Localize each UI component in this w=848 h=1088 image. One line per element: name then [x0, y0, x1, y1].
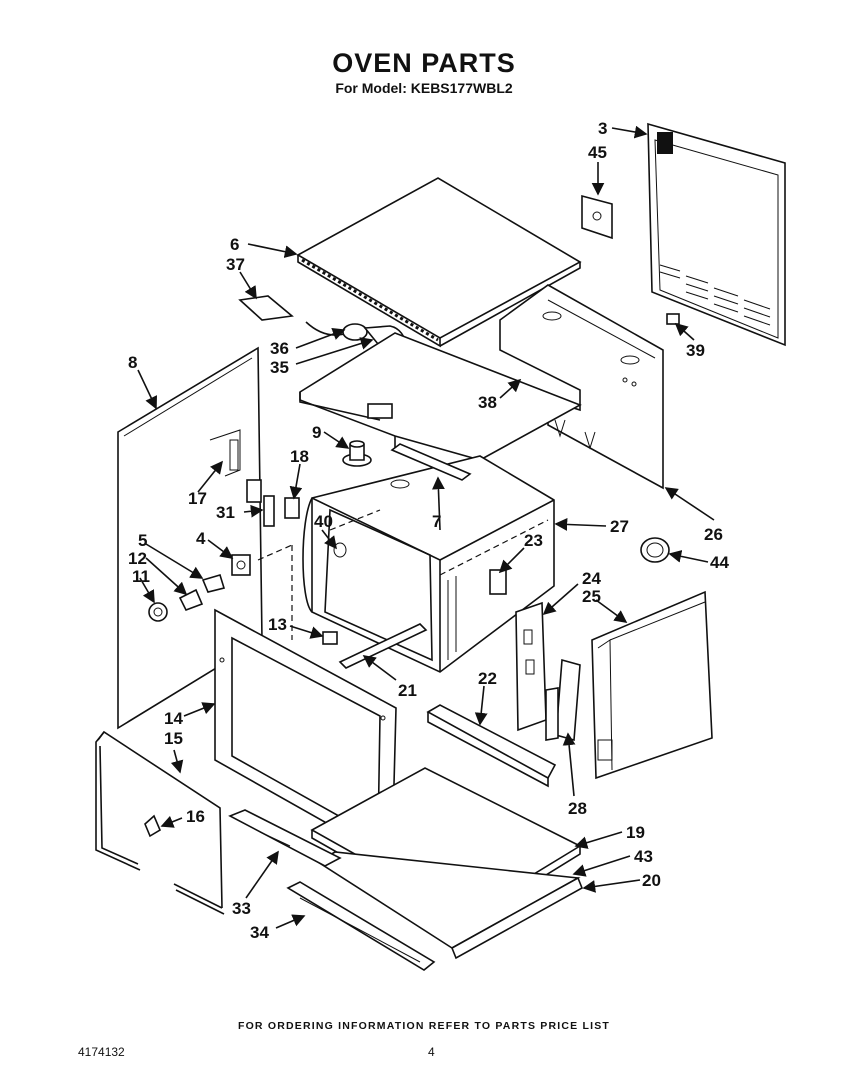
callout-37: 37 — [226, 255, 245, 274]
callout-13: 13 — [268, 615, 287, 634]
thermostat-part — [342, 440, 372, 467]
document-number: 4174132 — [78, 1045, 125, 1059]
callout-8: 8 — [128, 353, 137, 372]
callout-14: 14 — [164, 709, 183, 728]
oven-cavity-part — [302, 455, 555, 673]
callout-44: 44 — [710, 553, 729, 572]
callout-9: 9 — [312, 423, 321, 442]
kick-plate-part — [286, 881, 436, 971]
callout-11: 11 — [132, 567, 150, 586]
callout-33: 33 — [232, 899, 251, 918]
callout-3: 3 — [598, 119, 607, 138]
bracket-part — [581, 194, 613, 240]
callout-15: 15 — [164, 729, 183, 748]
callout-31: 31 — [216, 503, 235, 522]
door-bar-part — [338, 623, 428, 669]
callout-28: 28 — [568, 799, 587, 818]
callout-16: 16 — [186, 807, 205, 826]
callout-22: 22 — [478, 669, 497, 688]
callout-7: 7 — [432, 512, 441, 531]
callout-26: 26 — [704, 525, 723, 544]
switch-parts — [246, 479, 300, 527]
page-number: 4 — [428, 1045, 435, 1059]
callout-39: 39 — [686, 341, 705, 360]
callout-21: 21 — [398, 681, 417, 700]
terminal-block-part — [231, 554, 251, 576]
callout-43: 43 — [634, 847, 653, 866]
clip-part — [666, 313, 680, 325]
callout-40: 40 — [314, 512, 333, 531]
callout-45: 45 — [588, 143, 607, 162]
callout-38: 38 — [478, 393, 497, 412]
model-subtitle: For Model: KEBS177WBL2 — [335, 80, 513, 96]
hinge-part — [545, 658, 581, 742]
cross-bar-part — [390, 443, 472, 481]
callout-36: 36 — [270, 339, 289, 358]
rear-panel-part — [647, 122, 786, 347]
callout-4: 4 — [196, 529, 206, 548]
callout-23: 23 — [524, 531, 543, 550]
latch-part — [322, 631, 338, 645]
page-title: OVEN PARTS — [332, 48, 516, 78]
probe-part — [238, 295, 294, 321]
callout-6: 6 — [230, 235, 239, 254]
support-rail-part — [426, 704, 557, 788]
ordering-note: FOR ORDERING INFORMATION REFER TO PARTS … — [237, 1020, 611, 1032]
callout-20: 20 — [642, 871, 661, 890]
callout-27: 27 — [610, 517, 629, 536]
callout-5: 5 — [138, 531, 147, 550]
gasket-part — [95, 730, 225, 915]
callout-34: 34 — [250, 923, 269, 942]
callout-25: 25 — [582, 587, 601, 606]
hinge-bracket-part — [515, 601, 547, 732]
callout-35: 35 — [270, 358, 289, 377]
knob-part — [148, 574, 226, 622]
callout-19: 19 — [626, 823, 645, 842]
top-panel-part — [296, 177, 582, 348]
callout-18: 18 — [290, 447, 309, 466]
callout-labels: 3 45 6 37 39 36 35 38 8 9 18 17 31 40 7 … — [128, 119, 729, 942]
callout-12: 12 — [128, 549, 147, 568]
right-side-panel-part — [591, 590, 713, 780]
grommet-part — [640, 537, 670, 563]
vent-part — [228, 809, 342, 867]
leader-arrows — [137, 125, 715, 929]
callout-17: 17 — [188, 489, 207, 508]
callout-24: 24 — [582, 569, 601, 588]
